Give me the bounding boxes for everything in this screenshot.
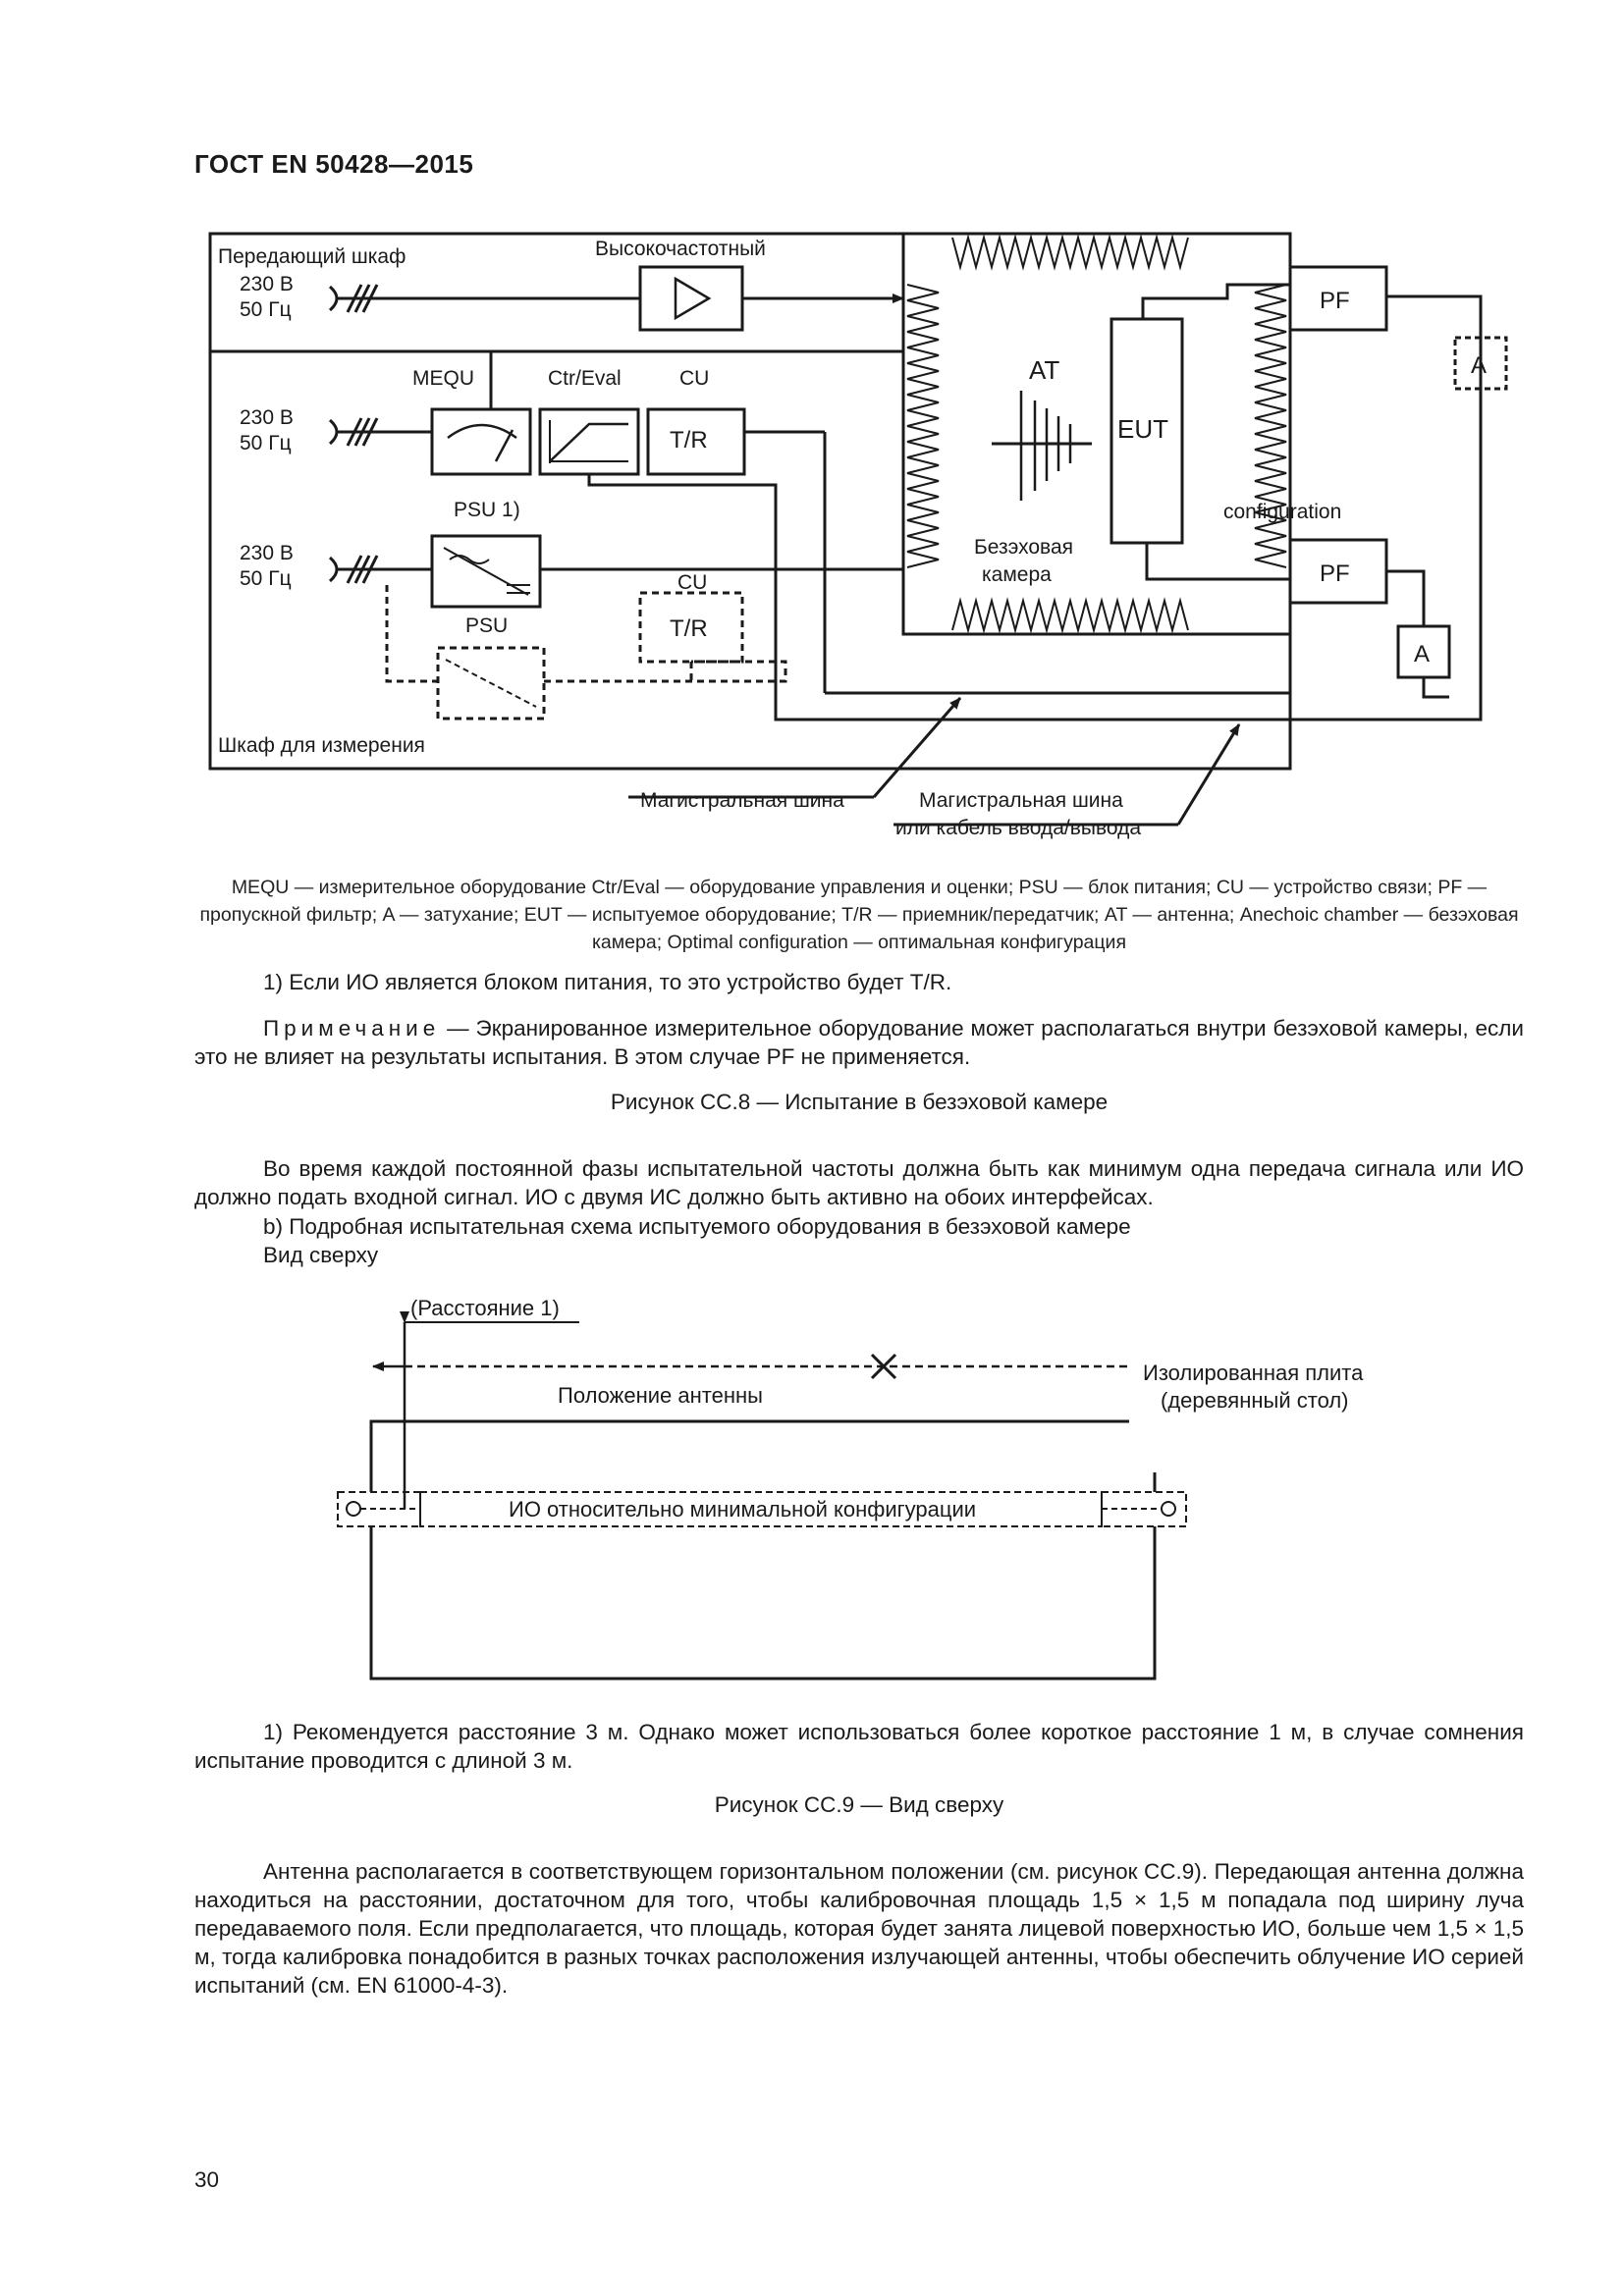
configuration-label: configuration — [1223, 501, 1341, 523]
table-outline — [369, 1419, 1129, 1492]
distance-label: (Расстояние 1) — [410, 1296, 560, 1320]
rf-amplifier-box — [638, 265, 744, 332]
page-number: 30 — [194, 2167, 220, 2192]
document-header: ГОСТ EN 50428—2015 — [194, 149, 474, 179]
ctr-eval-label: Ctr/Eval — [548, 367, 622, 390]
chamber-label-1: Безэховая — [974, 536, 1073, 559]
figure-cc9-diagram: (Расстояние 1) Положение антенны Изолиро… — [337, 1296, 1364, 1681]
footnote-8: 1) Если ИО является блоком питания, то э… — [263, 970, 952, 994]
at-label: AT — [1029, 355, 1059, 385]
plate-label-2: (деревянный стол) — [1161, 1388, 1348, 1413]
absorber-pattern — [906, 234, 1287, 634]
view-top-label: Вид сверху — [263, 1243, 379, 1267]
amplifier-triangle-icon — [674, 276, 712, 321]
ac-wave-icon — [449, 555, 490, 564]
voltage-label-2: 230 В — [240, 406, 294, 429]
cu-tr-dashed-box — [638, 591, 744, 664]
meter-needle-icon — [494, 429, 514, 462]
voltage-label-1: 230 В — [240, 273, 294, 295]
ramp-icon — [549, 422, 628, 462]
voltage-label-3: 230 В — [240, 542, 294, 564]
cu-label-dashed: CU — [677, 571, 707, 594]
psu-label: PSU — [465, 614, 508, 637]
paragraph-1: Во время каждой постоянной фазы испытате… — [194, 1156, 1524, 1209]
antenna-icon — [1019, 391, 1072, 501]
mains-plug-icons — [328, 284, 379, 584]
antenna-position-label: Положение антенны — [558, 1383, 763, 1408]
caption-cc9: Рисунок CC.9 — Вид сверху — [714, 1792, 1004, 1817]
left-connector-icon — [346, 1501, 361, 1517]
figure-cc8-diagram: Передающий шкаф 230 В 50 Гц Высокочастот… — [208, 232, 1508, 839]
paragraph-2: Антенна располагается в соответствующем … — [194, 1859, 1524, 1998]
item-b: b) Подробная испытательная схема испытуе… — [263, 1214, 1131, 1239]
note-label: Примечание — [263, 1016, 441, 1041]
mequ-box — [430, 407, 532, 476]
cu-tr-box — [646, 407, 746, 476]
plate-label-1: Изолированная плита — [1143, 1361, 1364, 1385]
freq-label-2: 50 Гц — [240, 432, 292, 454]
eut-min-config-label: ИО относительно минимальной конфигурации — [509, 1497, 976, 1522]
psu-dashed-box — [436, 646, 546, 721]
a-label-top: A — [1471, 352, 1487, 379]
bus2-label-2: или кабель ввода/вывода — [895, 817, 1141, 839]
pf-label-top: PF — [1320, 288, 1350, 314]
right-connector-icon — [1161, 1501, 1176, 1517]
rf-amp-label: Высокочастотный — [595, 238, 766, 260]
anechoic-chamber — [901, 232, 1292, 636]
ctr-eval-box — [538, 407, 640, 476]
mequ-label: MEQU — [412, 367, 474, 390]
attenuator-top — [1453, 336, 1508, 391]
pf-box-top — [1288, 265, 1388, 332]
chamber-label-2: камера — [982, 563, 1052, 586]
bus-label: Магистральная шина — [640, 789, 844, 812]
a-label-bottom: A — [1414, 641, 1430, 667]
meter-arc-icon — [447, 423, 517, 440]
figure8-legend: MEQU — измерительное оборудование Ctr/Ev… — [199, 877, 1519, 953]
footnote-9: 1) Рекомендуется расстояние 3 м. Однако … — [194, 1720, 1524, 1773]
cabinet-frame — [208, 232, 1292, 771]
bus2-label-1: Магистральная шина — [919, 789, 1123, 812]
eut-label: EUT — [1117, 414, 1168, 444]
tr-label: T/R — [670, 427, 708, 454]
pf-label-bottom: PF — [1320, 561, 1350, 587]
psu1-label: PSU 1) — [454, 499, 520, 521]
note: Примечание — Экранированное измерительно… — [194, 1014, 1524, 1071]
cu-label: CU — [679, 367, 709, 390]
psu-box — [430, 534, 542, 609]
freq-label-1: 50 Гц — [240, 298, 292, 321]
tx-cabinet-label: Передающий шкаф — [218, 245, 406, 268]
freq-label-3: 50 Гц — [240, 567, 292, 590]
tr-label-dashed: T/R — [670, 615, 708, 642]
meas-cabinet-label: Шкаф для измерения — [218, 734, 425, 757]
note-text: — Экранированное измерительное оборудова… — [194, 1016, 1524, 1069]
caption-cc8: Рисунок CC.8 — Испытание в безэховой кам… — [610, 1090, 1109, 1114]
eut-min-config-box — [419, 1491, 1103, 1527]
left-connector-box — [337, 1491, 421, 1527]
